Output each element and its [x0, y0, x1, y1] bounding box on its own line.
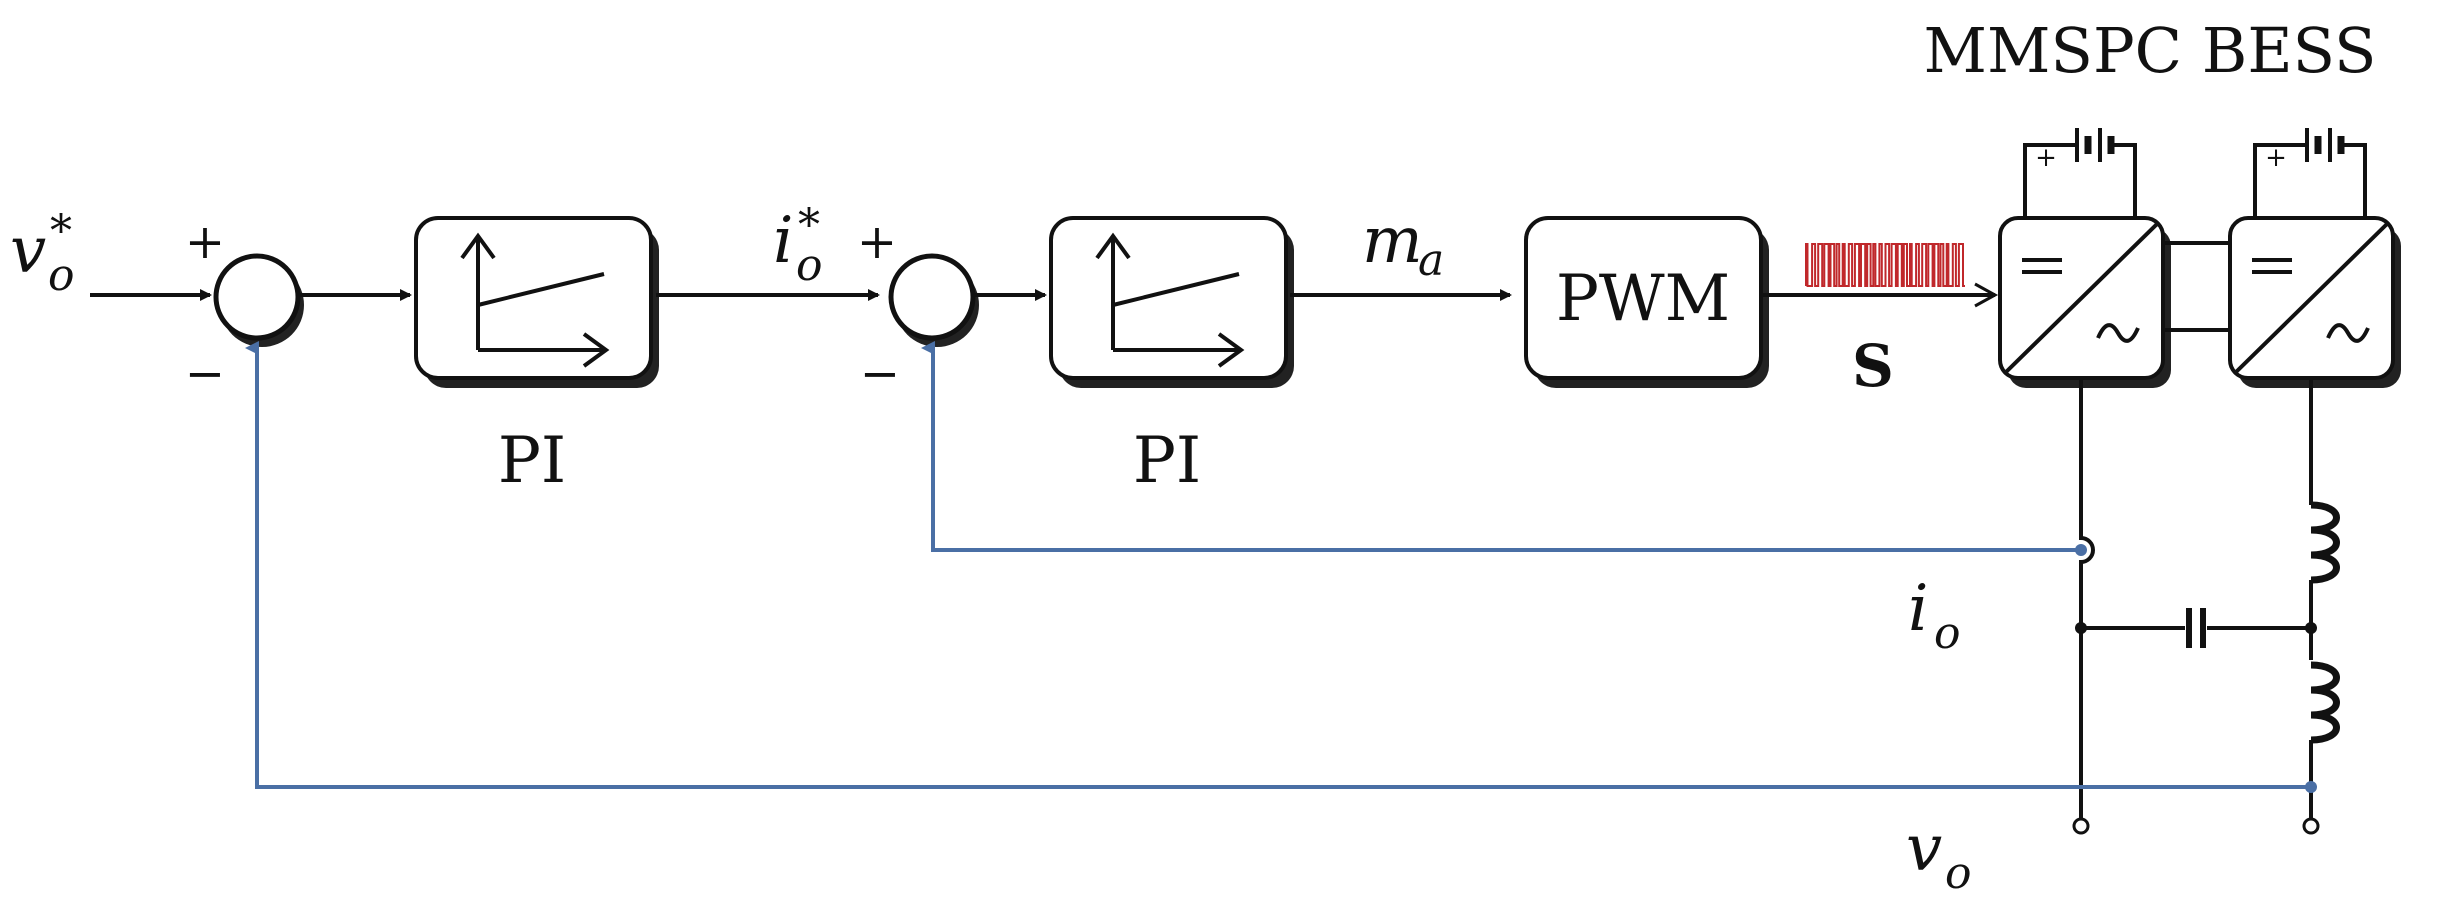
pi-response-icon [1095, 232, 1245, 368]
vo-ref-sub: o [48, 250, 75, 301]
io-label: i o [1908, 572, 1961, 659]
io-ref-sub: o [796, 240, 823, 291]
pi-1-label: PI [498, 424, 566, 498]
ma-sub: a [1418, 235, 1444, 286]
battery-icon-2: + [2253, 128, 2367, 218]
vo-sub: o [1945, 848, 1972, 899]
pi-response-icon [460, 232, 610, 368]
converter-1 [1998, 216, 2171, 388]
converter-2 [2228, 216, 2401, 388]
output-wire-left [2079, 378, 2095, 818]
battery-1-plus: + [2035, 143, 2057, 173]
pi-block-2 [1049, 216, 1294, 388]
pwm-label: PWM [1556, 262, 1730, 336]
voltage-feedback-path [245, 341, 2317, 793]
io-ref-main: i [773, 204, 793, 278]
sum1-plus: + [185, 214, 225, 270]
vo-ref-sup: * [50, 206, 72, 257]
summing-junction-1 [213, 253, 304, 347]
vo-main: v [1906, 812, 1942, 886]
pi-2-label: PI [1133, 424, 1201, 498]
sum1-minus: − [185, 346, 225, 402]
ma-main: m [1362, 204, 1423, 278]
sum2-minus: − [860, 346, 900, 402]
title: MMSPC BESS [1924, 14, 2377, 87]
output-terminal-right [2302, 817, 2320, 835]
vo-label: v o [1906, 812, 1972, 899]
pwm-pulse-train [1805, 243, 1965, 287]
battery-2-plus: + [2265, 143, 2287, 173]
switching-signal-label: S [1852, 332, 1894, 400]
pi-block-1 [414, 216, 659, 388]
battery-icon-1: + [2023, 128, 2137, 218]
vo-ref-main: v [10, 214, 46, 288]
output-terminal-left [2072, 817, 2090, 835]
pwm-block [1524, 216, 1769, 388]
inductor-2 [2310, 661, 2340, 744]
current-feedback-path [921, 341, 2087, 556]
vo-ref-label: v o * [10, 206, 75, 301]
junction-dot-left [2075, 622, 2087, 634]
io-ref-label: i o * [773, 200, 823, 291]
io-main: i [1908, 572, 1928, 646]
inductor-1 [2310, 501, 2340, 584]
sum2-plus: + [857, 214, 897, 270]
junction-dot-right [2305, 622, 2317, 634]
pwm-pulses [1805, 243, 1965, 287]
io-sub: o [1934, 608, 1961, 659]
capacitor [2081, 608, 2311, 648]
ma-label: m a [1362, 204, 1444, 286]
summing-junction-2 [888, 253, 979, 347]
io-ref-sup: * [798, 200, 820, 251]
